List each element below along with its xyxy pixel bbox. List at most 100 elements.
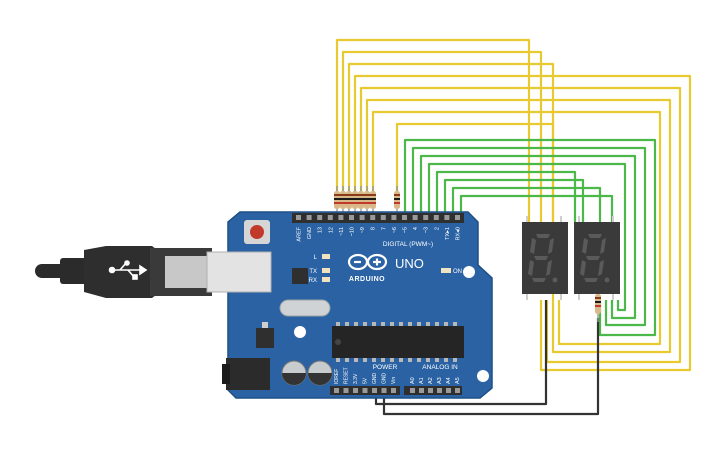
pin-hole[interactable]	[455, 215, 460, 220]
green-wire-2[interactable]	[411, 146, 647, 327]
pin-hole[interactable]	[370, 215, 376, 220]
pin-hole[interactable]	[359, 215, 365, 220]
resistor-1[interactable]	[334, 186, 340, 214]
pin-hole[interactable]	[317, 215, 323, 220]
pin-hole[interactable]	[372, 388, 377, 393]
pin-hole[interactable]	[402, 215, 407, 220]
green-wire-4[interactable]	[427, 162, 627, 312]
green-wire-8[interactable]	[459, 194, 614, 222]
digital-label: DIGITAL (PWM~)	[383, 241, 433, 248]
pin-hole[interactable]	[391, 388, 396, 393]
chip-pin	[435, 358, 439, 362]
resistor-4[interactable]	[352, 186, 358, 214]
led-tx-label: TX	[309, 269, 317, 275]
pin-hole[interactable]	[334, 388, 339, 393]
voltage-regulator	[256, 328, 274, 348]
power-pin-label: IOREF	[334, 369, 340, 384]
green-wire-6[interactable]	[443, 178, 585, 222]
mounting-hole	[477, 370, 489, 382]
pin-hole[interactable]	[437, 388, 442, 393]
analog-pin-label: A4	[446, 377, 452, 384]
pin-hole[interactable]	[444, 215, 450, 220]
resistor-2[interactable]	[340, 186, 346, 214]
reset-button[interactable]	[244, 220, 270, 244]
chip-pin	[444, 358, 448, 362]
resistor-7[interactable]	[370, 186, 376, 214]
resistor-3[interactable]	[346, 186, 352, 214]
pin-hole[interactable]	[423, 215, 429, 220]
pin-hole[interactable]	[381, 388, 387, 393]
pin-hole[interactable]	[362, 388, 368, 393]
analog-pin-label: A5	[455, 377, 461, 384]
pin-hole[interactable]	[327, 215, 333, 220]
analog-label: ANALOG IN	[422, 364, 458, 371]
pin-hole[interactable]	[455, 388, 460, 393]
yellow-wire-1[interactable]	[335, 38, 531, 222]
pin-hole[interactable]	[419, 388, 424, 393]
pin-hole[interactable]	[446, 388, 451, 393]
digital-pin-label: ~6	[392, 227, 398, 233]
chip-pin	[354, 358, 358, 362]
resistor-8[interactable]	[394, 186, 400, 214]
digital-pin-label: 2	[434, 227, 440, 230]
usb-symbol-icon	[108, 260, 148, 280]
green-wire-3[interactable]	[419, 154, 637, 320]
chip-pin	[345, 358, 349, 362]
chip-pin	[399, 358, 403, 362]
seven-segment-display-1[interactable]	[522, 216, 568, 300]
digital-pin-label: RX◂0	[456, 227, 462, 240]
chip-pin	[453, 322, 457, 326]
digital-pin-label: ~9	[360, 227, 366, 233]
pin-hole[interactable]	[412, 215, 418, 220]
arduino-board[interactable]: L TX RX ON ARDUINO UNO DIGITAL (PWM~) AR…	[206, 211, 493, 399]
mounting-hole	[463, 266, 475, 278]
chip-pin	[408, 322, 412, 326]
power-pin-label: GND	[382, 373, 388, 385]
usb-port	[206, 251, 272, 293]
power-pin-label: RESET	[344, 367, 350, 384]
yellow-wire-7[interactable]	[371, 110, 662, 346]
chip-pin	[381, 322, 385, 326]
chip-pin	[453, 358, 457, 362]
chip-pin	[336, 322, 340, 326]
chip-pin	[417, 322, 421, 326]
pin-hole[interactable]	[343, 388, 349, 393]
on-label: ON	[453, 269, 462, 275]
power-pin-label: GND	[372, 373, 378, 385]
yellow-wire-6[interactable]	[365, 98, 672, 354]
pin-hole[interactable]	[353, 388, 358, 393]
chip-pin	[399, 322, 403, 326]
pin-hole[interactable]	[338, 215, 344, 220]
pin-hole[interactable]	[410, 388, 415, 393]
green-wire-7[interactable]	[451, 186, 602, 222]
pin-hole[interactable]	[433, 215, 439, 220]
chip-pin	[444, 322, 448, 326]
yellow-wires	[335, 38, 692, 372]
power-pin-label: 5V	[363, 377, 369, 384]
ground-wire-2[interactable]	[382, 318, 600, 416]
yellow-wire-4[interactable]	[353, 74, 692, 372]
brand-label: ARDUINO	[349, 276, 385, 283]
resistor-6[interactable]	[364, 186, 370, 214]
seven-segment-display-2[interactable]	[574, 216, 620, 300]
pin-hole[interactable]	[428, 388, 433, 393]
power-pin-label: Vin	[391, 377, 397, 384]
digital-pin-label: 4	[413, 227, 419, 230]
pin-hole[interactable]	[391, 215, 397, 220]
pin-hole[interactable]	[296, 215, 301, 220]
pin-hole[interactable]	[349, 215, 354, 220]
analog-pin-label: A3	[437, 377, 443, 384]
green-wire-1[interactable]	[403, 138, 657, 337]
chip-pin	[372, 322, 376, 326]
pin-hole[interactable]	[306, 215, 312, 220]
digital-pin-label: GND	[307, 227, 313, 239]
analog-pin-label: A2	[428, 377, 434, 384]
resistor-5[interactable]	[358, 186, 364, 214]
digital-pin-label: ~10	[350, 227, 356, 236]
led-tx	[322, 268, 330, 273]
digital-pin-label: ~3	[424, 227, 430, 233]
pin-hole[interactable]	[380, 215, 386, 220]
digital-pin-label: 12	[328, 227, 334, 233]
digital-header	[292, 213, 464, 223]
